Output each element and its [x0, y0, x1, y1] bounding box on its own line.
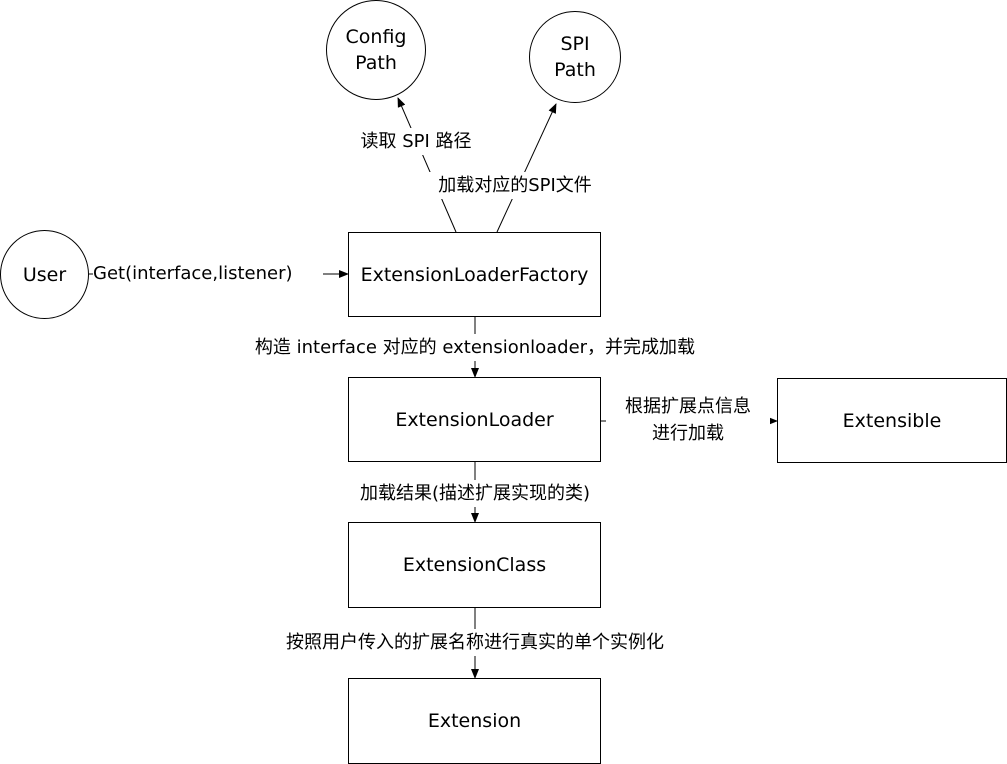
extensible-node: Extensible: [777, 378, 1007, 463]
edge-label-instantiate: 按照用户传入的扩展名称进行真实的单个实例化: [236, 629, 714, 656]
extension-loader-node: ExtensionLoader: [348, 377, 601, 462]
edge-factory-to-config-path: [397, 97, 457, 233]
extension-loader-factory-label: ExtensionLoaderFactory: [360, 263, 589, 286]
spi-path-label: SPI Path: [554, 33, 596, 81]
extensible-label: Extensible: [842, 409, 942, 432]
user-label: User: [22, 263, 67, 286]
edge-label-load-result: 加载结果(描述扩展实现的类): [330, 480, 620, 507]
edge-label-load-spi-file: 加载对应的SPI文件: [414, 172, 616, 199]
edge-label-construct-loader: 构造 interface 对应的 extensionloader，并完成加载: [218, 334, 732, 361]
extension-loader-factory-node: ExtensionLoaderFactory: [348, 232, 601, 317]
edge-label-get-call: Get(interface,listener): [93, 260, 323, 287]
extension-node: Extension: [348, 678, 601, 764]
edge-factory-to-spi-path: [496, 103, 557, 233]
extension-loader-label: ExtensionLoader: [395, 408, 554, 431]
config-path-label: Config Path: [345, 26, 407, 74]
edge-label-read-spi-path: 读取 SPI 路径: [344, 128, 488, 155]
config-path-node: Config Path: [326, 0, 426, 100]
user-node: User: [0, 230, 89, 319]
extension-label: Extension: [427, 710, 522, 732]
edge-label-load-by-extension-point: 根据扩展点信息 进行加载: [606, 393, 770, 447]
extension-class-label: ExtensionClass: [402, 554, 547, 576]
spi-path-node: SPI Path: [529, 11, 621, 103]
extension-class-node: ExtensionClass: [348, 522, 601, 608]
